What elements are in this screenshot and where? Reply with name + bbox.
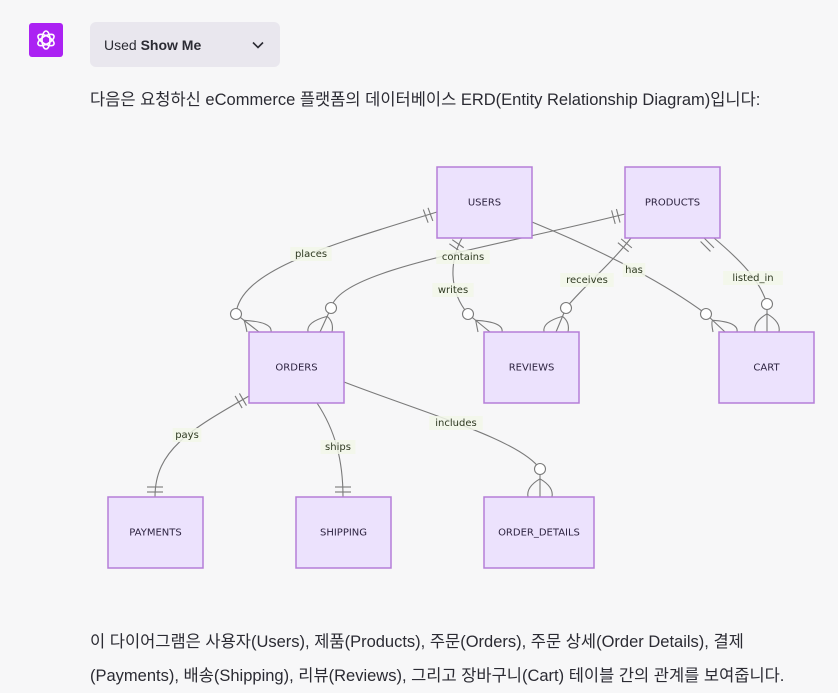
entity-users: USERS [436, 166, 533, 239]
entity-box [483, 496, 595, 569]
entity-label: ORDER_DETAILS [498, 528, 580, 539]
relationship-line-contains [319, 213, 626, 333]
relationship-label-bg [172, 428, 202, 442]
relationship-label-receives: receives [566, 275, 608, 286]
relationship-label-bg [290, 247, 332, 261]
entity-box [718, 331, 815, 404]
many-cardinality-mark [527, 462, 553, 498]
relationship-line-places [235, 211, 438, 333]
one-cardinality-mark [617, 238, 633, 253]
one-cardinality-mark [147, 486, 163, 493]
entity-label: PAYMENTS [129, 528, 181, 539]
many-cardinality-mark [307, 301, 338, 333]
entity-box [436, 166, 533, 239]
entity-box [107, 496, 204, 569]
tool-used-toggle[interactable]: Used Show Me [90, 22, 280, 67]
relationship-label-has: has [625, 265, 643, 276]
relationship-label-includes: includes [435, 418, 476, 429]
entity-label: CART [753, 363, 780, 374]
relationship-label-pays: pays [175, 430, 199, 441]
outro-text: 이 다이어그램은 사용자(Users), 제품(Products), 주문(Or… [90, 633, 785, 685]
entity-box [624, 166, 721, 239]
entity-box [295, 496, 392, 569]
entity-box [248, 331, 345, 404]
relationship-label-bg [429, 416, 483, 430]
entity-label: SHIPPING [320, 528, 367, 539]
entity-products: PRODUCTS [624, 166, 721, 239]
entity-label: USERS [468, 198, 501, 209]
entity-order-details: ORDER_DETAILS [483, 496, 595, 569]
many-cardinality-mark [754, 297, 780, 333]
relationship-label-bg [622, 263, 646, 277]
relationship-label-bg [723, 271, 783, 285]
one-cardinality-mark [234, 393, 247, 409]
relationship-label-bg [320, 440, 356, 454]
entity-label: REVIEWS [509, 363, 555, 374]
one-cardinality-mark [700, 237, 715, 252]
entity-box [483, 331, 580, 404]
relationship-line-pays [154, 395, 250, 498]
entity-reviews: REVIEWS [483, 331, 580, 404]
intro-text: 다음은 요청하신 eCommerce 플랫폼의 데이터베이스 ERD(Entit… [90, 91, 761, 109]
relationship-label-bg [432, 283, 474, 297]
relationship-label-bg [560, 273, 614, 287]
tool-name: Show Me [140, 36, 202, 53]
entity-label: ORDERS [275, 363, 317, 374]
many-cardinality-mark [229, 307, 272, 333]
openai-logo-icon [29, 23, 63, 57]
entity-label: PRODUCTS [645, 198, 700, 209]
relationship-label-writes: writes [438, 285, 468, 296]
entity-cart: CART [718, 331, 815, 404]
one-cardinality-mark [335, 486, 351, 493]
one-cardinality-mark [611, 208, 621, 225]
one-cardinality-mark [422, 207, 434, 223]
entity-shipping: SHIPPING [295, 496, 392, 569]
relationship-label-bg [436, 250, 490, 264]
many-cardinality-mark [699, 307, 738, 333]
relationship-label-contains: contains [442, 252, 484, 263]
tool-used-label: Used Show Me [104, 36, 202, 53]
relationship-label-ships: ships [325, 442, 351, 453]
entity-orders: ORDERS [248, 331, 345, 404]
many-cardinality-mark [543, 301, 573, 333]
relationship-label-places: places [295, 249, 327, 260]
relationship-label-listed_in: listed_in [732, 273, 773, 284]
many-cardinality-mark [461, 307, 503, 333]
entity-payments: PAYMENTS [107, 496, 204, 569]
chevron-down-icon [252, 36, 264, 54]
